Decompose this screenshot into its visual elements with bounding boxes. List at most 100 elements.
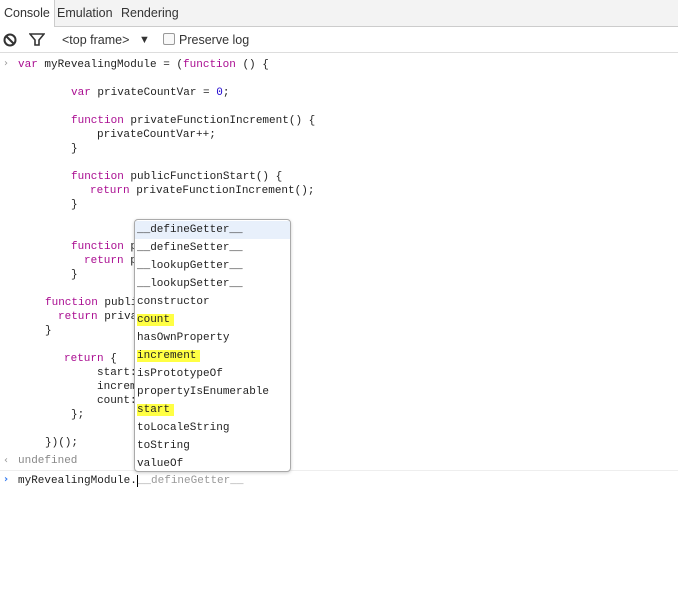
code-line: } [45, 324, 52, 338]
code-text: myRevealingModule = ( [37, 59, 184, 71]
autocomplete-item[interactable]: increment [135, 347, 290, 365]
code-text: publicFunctionStart() { [123, 171, 283, 183]
keyword: var [18, 59, 38, 71]
preserve-log-label[interactable]: Preserve log [179, 33, 250, 47]
code-text: }; [71, 409, 85, 421]
code-text: publi [97, 297, 138, 309]
prompt-text: myRevealingModule. [18, 475, 137, 487]
code-text: () { [235, 59, 269, 71]
autocomplete-item-label: __lookupSetter__ [137, 278, 243, 290]
dropdown-arrow-icon[interactable]: ▼ [139, 34, 150, 46]
prompt-icon: › [4, 474, 9, 485]
autocomplete-item-label: __defineSetter__ [137, 242, 243, 254]
autocomplete-item[interactable]: __lookupGetter__ [135, 257, 290, 275]
code-line: } [71, 142, 78, 156]
code-line: var privateCountVar = 0; [71, 86, 229, 100]
tab-emulation[interactable]: Emulation [57, 6, 113, 20]
autocomplete-item-label: toLocaleString [137, 422, 230, 434]
code-line: function privateFunctionIncrement() { [71, 114, 315, 128]
preserve-log-checkbox[interactable] [163, 33, 175, 45]
autocomplete-item[interactable]: isPrototypeOf [135, 365, 290, 383]
code-text: p [123, 255, 137, 267]
keyword: function [183, 59, 236, 71]
autocomplete-item-label: valueOf [137, 458, 184, 470]
code-text: privateFunctionIncrement(); [129, 185, 315, 197]
autocomplete-item[interactable]: toLocaleString [135, 419, 290, 437]
code-line: return privateFunctionIncrement(); [90, 184, 314, 198]
autocomplete-item[interactable]: propertyIsEnumerable [135, 383, 290, 401]
frame-selector[interactable]: <top frame> [62, 33, 130, 47]
keyword: return [58, 311, 98, 323]
autocomplete-popup: __defineGetter__ __defineSetter__ __lookup… [134, 219, 291, 472]
code-line: start: [97, 366, 137, 380]
code-text: } [71, 199, 78, 211]
keyword: function [71, 171, 124, 183]
code-text: p [123, 241, 138, 253]
tab-rendering[interactable]: Rendering [121, 6, 179, 20]
code-line: privateCountVar++; [97, 128, 216, 142]
code-text: increm [97, 381, 137, 393]
code-line: increm [97, 380, 137, 394]
code-text: } [71, 143, 78, 155]
code-line: function publi [45, 296, 137, 310]
autocomplete-item-label: count [137, 314, 175, 326]
result-value: undefined [18, 455, 78, 467]
code-text: start: [97, 367, 137, 379]
autocomplete-item-label: __lookupGetter__ [137, 260, 243, 272]
keyword: return [84, 255, 124, 267]
panel-tabs: Console Emulation Rendering [0, 0, 678, 28]
autocomplete-item-label: propertyIsEnumerable [137, 386, 270, 398]
code-text: priva [97, 311, 138, 323]
console-prompt-input[interactable]: myRevealingModule.__defineGetter__ [18, 474, 243, 488]
autocomplete-item[interactable]: valueOf [135, 455, 290, 471]
autocomplete-item-label: increment [137, 350, 201, 362]
autocomplete-item-label: start [137, 404, 175, 416]
code-line: }; [71, 408, 84, 422]
tab-console[interactable]: Console [0, 0, 55, 28]
keyword: function [71, 241, 124, 253]
autocomplete-item-label: toString [137, 440, 190, 452]
autocomplete-item-label: hasOwnProperty [137, 332, 230, 344]
input-chevron-icon: › [4, 58, 8, 69]
code-line: return p [84, 254, 137, 268]
code-line: return priva [58, 310, 137, 324]
autocomplete-item[interactable]: count [135, 311, 290, 329]
code-line: } [71, 268, 78, 282]
autocomplete-item-label: isPrototypeOf [137, 368, 223, 380]
code-text: privateCountVar = [90, 87, 217, 99]
result-arrow-icon: ‹ [4, 455, 8, 466]
code-text: } [71, 269, 78, 281]
autocomplete-item[interactable]: __defineGetter__ [135, 221, 290, 239]
code-line: })(); [45, 436, 78, 450]
autocomplete-item[interactable]: hasOwnProperty [135, 329, 290, 347]
code-text: privateCountVar++; [97, 129, 216, 141]
keyword: return [90, 185, 130, 197]
code-line: function p [71, 240, 137, 254]
filter-icon[interactable] [29, 33, 45, 47]
number-literal: 0 [216, 87, 223, 99]
code-line: function publicFunctionStart() { [71, 170, 282, 184]
console-toolbar: <top frame> ▼ Preserve log [0, 27, 678, 53]
autocomplete-item[interactable]: __defineSetter__ [135, 239, 290, 257]
code-line: count: [97, 394, 137, 408]
code-line: } [71, 198, 78, 212]
autocomplete-item-label: __defineGetter__ [137, 224, 243, 236]
divider [0, 470, 678, 471]
autocomplete-item[interactable]: start [135, 401, 290, 419]
autocomplete-ghost: __defineGetter__ [137, 475, 244, 487]
keyword: function [45, 297, 98, 309]
keyword: function [71, 115, 124, 127]
clear-console-icon[interactable] [3, 33, 17, 47]
code-text: count: [97, 395, 137, 407]
code-line: var myRevealingModule = (function () { [18, 58, 269, 72]
keyword: var [71, 87, 91, 99]
autocomplete-item[interactable]: toString [135, 437, 290, 455]
code-line: return { [64, 352, 117, 366]
autocomplete-item[interactable]: __lookupSetter__ [135, 275, 290, 293]
code-text: privateFunctionIncrement() { [123, 115, 316, 127]
code-text: } [45, 325, 52, 337]
autocomplete-item-label: constructor [137, 296, 210, 308]
code-text: { [103, 353, 117, 365]
keyword: return [64, 353, 104, 365]
autocomplete-item[interactable]: constructor [135, 293, 290, 311]
